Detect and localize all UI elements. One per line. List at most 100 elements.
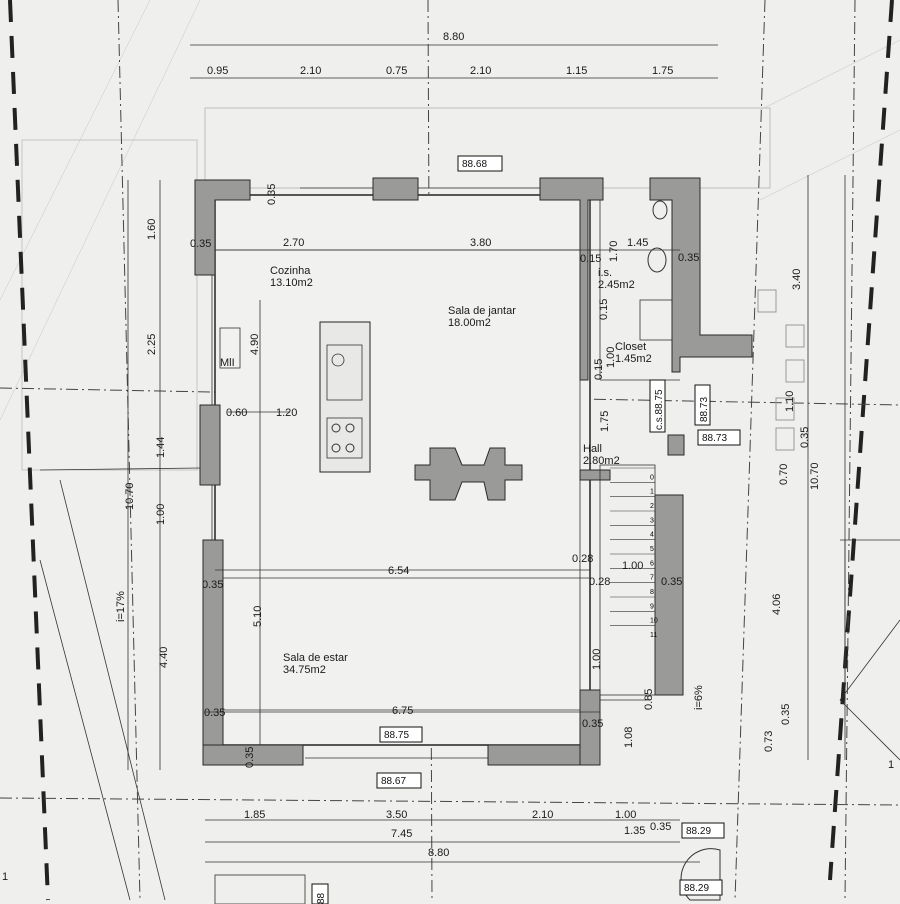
dim-wall-ne: 0.35 xyxy=(678,252,699,264)
dim-left-inner-2: 5.10 xyxy=(252,606,264,627)
svg-text:88.29: 88.29 xyxy=(686,826,711,837)
level-bottom-clip: 88 xyxy=(311,883,329,904)
dim-ws-1: 0.15 xyxy=(580,253,601,265)
dim-hall-3: 0.28 xyxy=(589,576,610,588)
dim-ws-3: 0.15 xyxy=(598,299,610,320)
dim-bottom-1: 1.85 xyxy=(244,809,265,821)
room-kitchen-name: Cozinha xyxy=(270,265,311,277)
dim-wall-w1: 0.35 xyxy=(202,579,223,591)
slope-right: i=6% xyxy=(693,685,705,710)
dim-top-2: 2.10 xyxy=(300,65,321,77)
dim-right-3: 0.35 xyxy=(799,427,811,448)
wall-ne-2 xyxy=(649,177,753,373)
dim-top-6: 1.75 xyxy=(652,65,673,77)
dim-kitchen-width: 2.70 xyxy=(283,237,304,249)
room-ws-area: 2.45m2 xyxy=(598,279,635,291)
stair-number: 1 xyxy=(650,489,654,496)
room-dining-area: 18.00m2 xyxy=(448,317,491,329)
room-hall-area: 2.80m2 xyxy=(583,455,620,467)
dim-wall-w3: 0.35 xyxy=(244,747,256,768)
wall-west-low xyxy=(202,539,224,766)
svg-text:88: 88 xyxy=(316,892,327,904)
dim-left-4: 1.00 xyxy=(155,504,167,525)
dim-hall-5: 0.35 xyxy=(661,576,682,588)
dim-left-3: 1.44 xyxy=(155,437,167,458)
stair-number: 2 xyxy=(650,503,654,510)
svg-text:88.67: 88.67 xyxy=(381,776,406,787)
dim-bottom-4: 1.00 xyxy=(615,809,636,821)
wall-hall-post xyxy=(667,434,685,456)
stair-number: 7 xyxy=(650,575,654,582)
room-ws-name: i.s. xyxy=(598,267,612,279)
dim-bottom-2: 3.50 xyxy=(386,809,407,821)
room-living-area: 34.75m2 xyxy=(283,664,326,676)
property-boundary xyxy=(8,0,894,901)
stair-number: 9 xyxy=(650,603,654,610)
level-top: 88.68 xyxy=(457,155,503,172)
dim-right-6: 0.35 xyxy=(780,704,792,725)
dim-top-1: 0.95 xyxy=(207,65,228,77)
stair-number: 0 xyxy=(650,474,654,481)
level-living: 88.75 xyxy=(379,726,423,743)
dim-wall-top: 0.35 xyxy=(266,184,278,205)
level-entry-low: 88.29 xyxy=(679,879,723,896)
dim-living-width-bottom: 6.75 xyxy=(392,705,413,717)
dim-wall-e1: 0.35 xyxy=(582,718,603,730)
dim-overall-top: 8.80 xyxy=(443,31,464,43)
dim-left-inner-1: 4.90 xyxy=(249,334,261,355)
dim-entry-1: 1.00 xyxy=(591,649,603,670)
dim-left-1: 1.60 xyxy=(146,219,158,240)
level-entry: 88.29 xyxy=(681,822,725,839)
dim-ws-4: 1.00 xyxy=(605,347,617,368)
dim-hall-1: 1.75 xyxy=(599,411,611,432)
label-mli: MlI xyxy=(220,357,235,369)
svg-text:88.73: 88.73 xyxy=(702,433,727,444)
dim-left-total: 10.70 xyxy=(124,482,136,510)
svg-text:88.29: 88.29 xyxy=(684,883,709,894)
wall-stair xyxy=(654,494,684,696)
wall-top-mid xyxy=(372,177,419,201)
stair-number: 6 xyxy=(650,560,654,567)
dim-wall-nw: 0.35 xyxy=(190,238,211,250)
dim-right-5: 4.06 xyxy=(771,594,783,615)
level-hall-a: 88.73 xyxy=(694,384,711,426)
svg-text:88.75: 88.75 xyxy=(384,730,409,741)
dim-right-1: 3.40 xyxy=(791,269,803,290)
dim-wall-w2: 0.35 xyxy=(204,707,225,719)
dim-bottom-sub: 7.45 xyxy=(391,828,412,840)
dim-right-7: 0.73 xyxy=(763,731,775,752)
dim-ws-2: 1.70 xyxy=(608,241,620,262)
section-mark-left: 1 xyxy=(2,871,8,883)
room-dining-name: Sala de jantar xyxy=(448,305,516,317)
room-closet-area: 1.45m2 xyxy=(615,353,652,365)
dim-right-2: 1.10 xyxy=(784,391,796,412)
dim-bottom-extra-2: 0.35 xyxy=(650,821,671,833)
wall-hall-west xyxy=(579,469,611,481)
level-hall-b: 88.73 xyxy=(697,429,741,446)
svg-text:c.s.88.75: c.s.88.75 xyxy=(654,389,665,430)
dim-bottom-3: 2.10 xyxy=(532,809,553,821)
dim-right-4: 0.70 xyxy=(778,464,790,485)
dim-entry-3: 1.08 xyxy=(623,727,635,748)
section-mark-right: 1 xyxy=(888,759,894,771)
svg-text:88.68: 88.68 xyxy=(462,159,487,170)
dim-ws-width: 1.45 xyxy=(627,237,648,249)
dim-dining-width: 3.80 xyxy=(470,237,491,249)
stair-number: 8 xyxy=(650,589,654,596)
dim-bottom-extra-1: 1.35 xyxy=(624,825,645,837)
wall-east-low xyxy=(579,689,601,766)
dim-left-5: 4.40 xyxy=(158,647,170,668)
dim-top-5: 1.15 xyxy=(566,65,587,77)
dim-living-width: 6.54 xyxy=(388,565,409,577)
dim-top-4: 2.10 xyxy=(470,65,491,77)
level-closet: c.s.88.75 xyxy=(649,379,666,433)
room-kitchen-area: 13.10m2 xyxy=(270,277,313,289)
wall-south-w xyxy=(202,744,304,766)
wall-nw xyxy=(194,179,251,276)
fireplace xyxy=(414,447,523,501)
dimension-lines xyxy=(127,44,846,863)
dim-right-total: 10.70 xyxy=(809,462,821,490)
slope-left: i=17% xyxy=(115,591,127,622)
dim-sink-2: 1.20 xyxy=(276,407,297,419)
stair-number: 4 xyxy=(650,532,654,539)
